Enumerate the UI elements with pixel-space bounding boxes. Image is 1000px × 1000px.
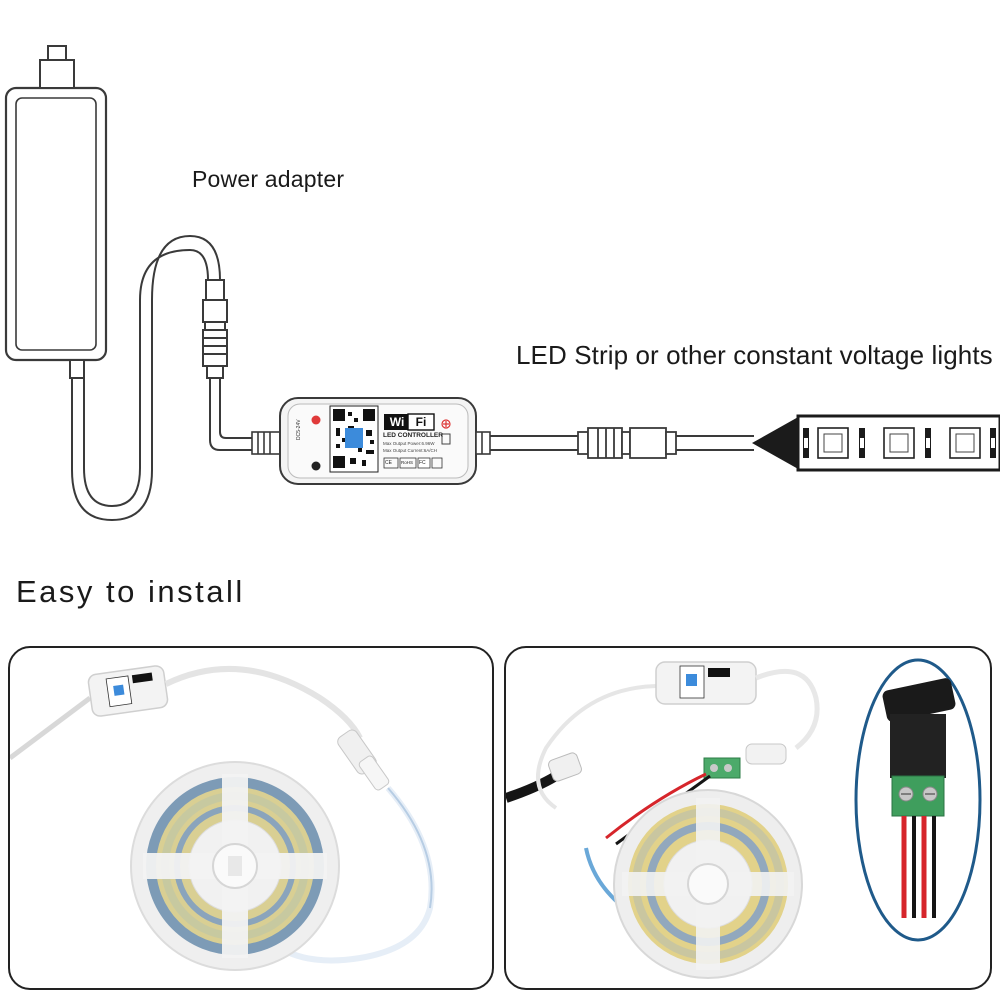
controller-wifi-left: Wi [389,415,405,429]
controller-wifi-right: Fi [415,415,427,429]
led-strip-label: LED Strip or other constant voltage ligh… [516,340,993,370]
led-reel-right-icon [613,789,803,979]
power-adapter-icon [4,45,108,379]
controller-side-text: DC5-24V [296,419,302,440]
install-photo-left [8,646,494,990]
power-adapter-label: Power adapter [192,166,345,192]
reel-with-dc-connector-illustration [506,658,982,979]
led-reel-left-icon [130,761,340,971]
led-strip-icon [752,414,1000,472]
controller-spec-2: Max Output Current:6A/CH [383,448,438,453]
cert-fc: FC [419,460,426,466]
easy-install-heading: Easy to install [16,574,245,609]
install-photo-right [504,646,992,990]
controller-spec-1: Max Output Power:6.96W [383,441,435,446]
adapter-cable [71,234,221,522]
controller-title: LED CONTROLLER [383,432,443,439]
reel-with-controller-illustration [10,665,435,971]
dc-connector-icon [202,279,228,379]
wiring-diagram [4,45,1000,522]
inline-connector-icon [577,427,677,459]
dc-terminal-zoom-icon [854,658,982,942]
cert-rohs: RoHS [401,460,414,465]
cert-ce: CE [385,460,392,466]
wifi-controller-icon [279,397,477,485]
